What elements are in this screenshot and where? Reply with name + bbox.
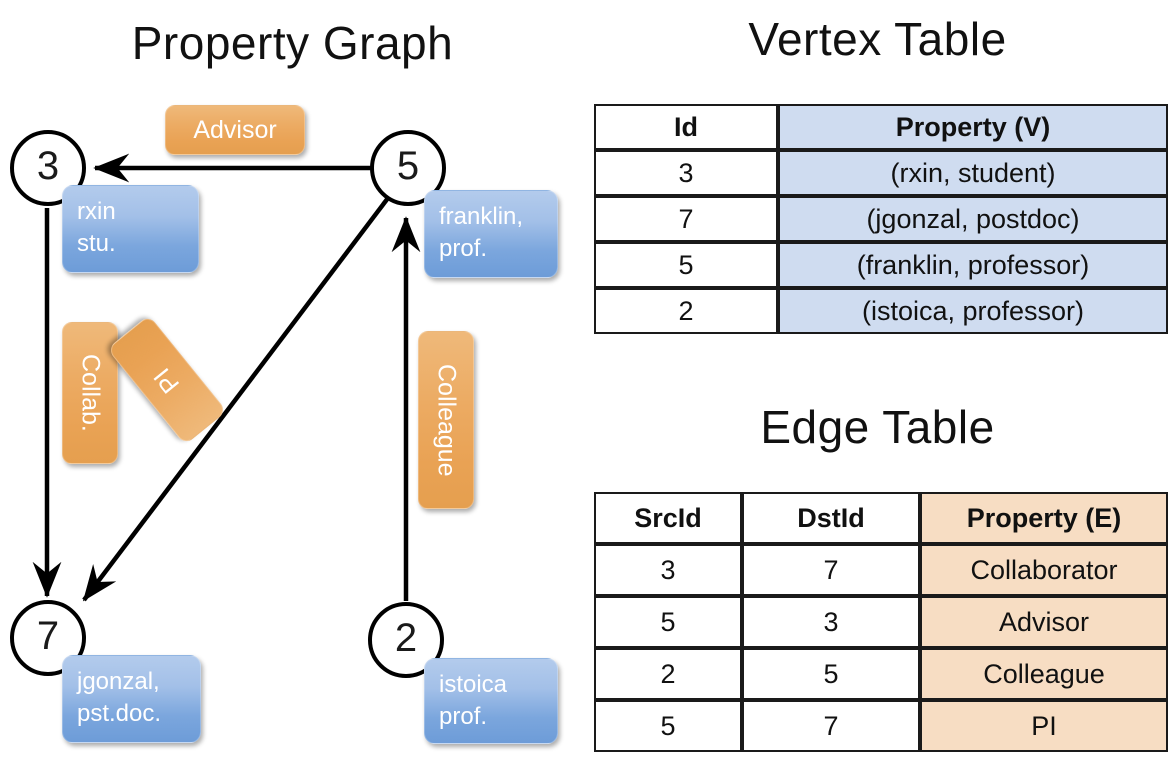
- vertex-table-cell-id: 2: [594, 288, 778, 334]
- vertex-node-7-label: 7: [36, 614, 60, 658]
- vertex-table-cell-id: 5: [594, 242, 778, 288]
- table-row: 5 7 PI: [594, 700, 1168, 752]
- edge-table-cell-property: Advisor: [920, 596, 1168, 648]
- table-row: 2 (istoica, professor): [594, 288, 1168, 334]
- graph-edge-lines: [32, 153, 421, 602]
- vertex-node-3-label: 3: [36, 144, 60, 188]
- edge-table-header-property: Property (E): [920, 492, 1168, 544]
- edge-table-cell-srcid: 2: [594, 648, 742, 700]
- page-title-property-graph: Property Graph: [131, 17, 454, 69]
- vertex-property-line: prof.: [439, 234, 488, 262]
- table-row: 3 7 Collaborator: [594, 544, 1168, 596]
- vertex-property-bubble-5: franklin, prof.: [424, 190, 558, 278]
- vertex-property-line: istoica: [439, 671, 508, 698]
- vertex-property-bubble-3: rxin stu.: [62, 185, 199, 273]
- edge-table: SrcId DstId Property (E) 3 7 Collaborato…: [594, 492, 1168, 752]
- table-row: 5 3 Advisor: [594, 596, 1168, 648]
- vertex-node-2[interactable]: 2: [368, 602, 444, 678]
- table-header-row: Id Property (V): [594, 104, 1168, 150]
- vertex-table-cell-id: 7: [594, 196, 778, 242]
- table-row: 5 (franklin, professor): [594, 242, 1168, 288]
- property-graph-diagram: 3 5 7 2 rxin stu. franklin, prof. jgonza…: [10, 105, 558, 744]
- vertex-table-header-property: Property (V): [778, 104, 1168, 150]
- edge-table-cell-dstid: 3: [742, 596, 920, 648]
- edge-table-cell-srcid: 5: [594, 596, 742, 648]
- vertex-property-line: rxin: [77, 198, 116, 225]
- table-row: 2 5 Colleague: [594, 648, 1168, 700]
- edge-table-cell-dstid: 5: [742, 648, 920, 700]
- vertex-table-cell-property: (istoica, professor): [778, 288, 1168, 334]
- vertex-property-bubble-7: jgonzal, pst.doc.: [62, 655, 201, 743]
- edge-line-pi: [82, 196, 390, 602]
- vertex-table: Id Property (V) 3 (rxin, student) 7 (jgo…: [594, 104, 1168, 334]
- table-header-row: SrcId DstId Property (E): [594, 492, 1168, 544]
- edge-table-header-srcid: SrcId: [594, 492, 742, 544]
- vertex-property-line: prof.: [439, 702, 488, 730]
- vertex-property-line: pst.doc.: [77, 699, 162, 727]
- page-title-vertex-table: Vertex Table: [748, 13, 1007, 65]
- edge-table-cell-property: PI: [920, 700, 1168, 752]
- vertex-property-line: stu.: [77, 229, 116, 257]
- edge-table-cell-dstid: 7: [742, 700, 920, 752]
- vertex-table-cell-property: (franklin, professor): [778, 242, 1168, 288]
- edge-label-collab: Collab.: [62, 322, 118, 464]
- vertex-table-cell-id: 3: [594, 150, 778, 196]
- vertex-node-5-label: 5: [396, 144, 420, 188]
- table-row: 3 (rxin, student): [594, 150, 1168, 196]
- vertex-node-5[interactable]: 5: [370, 130, 446, 206]
- edge-table-cell-dstid: 7: [742, 544, 920, 596]
- table-row: 7 (jgonzal, postdoc): [594, 196, 1168, 242]
- vertex-table-header-id: Id: [594, 104, 778, 150]
- vertex-property-line: jgonzal,: [77, 668, 160, 695]
- edge-label-advisor: Advisor: [165, 105, 305, 155]
- vertex-table-cell-property: (rxin, student): [778, 150, 1168, 196]
- edge-table-cell-property: Colleague: [920, 648, 1168, 700]
- edge-table-cell-srcid: 3: [594, 544, 742, 596]
- vertex-table-cell-property: (jgonzal, postdoc): [778, 196, 1168, 242]
- edge-table-cell-property: Collaborator: [920, 544, 1168, 596]
- vertex-node-2-label: 2: [394, 616, 418, 660]
- vertex-property-line: franklin,: [439, 203, 524, 230]
- vertex-property-bubble-2: istoica prof.: [424, 658, 558, 744]
- edge-label-colleague: Colleague: [418, 331, 474, 509]
- edge-table-header-dstid: DstId: [742, 492, 920, 544]
- page-title-edge-table: Edge Table: [760, 401, 995, 453]
- edge-table-cell-srcid: 5: [594, 700, 742, 752]
